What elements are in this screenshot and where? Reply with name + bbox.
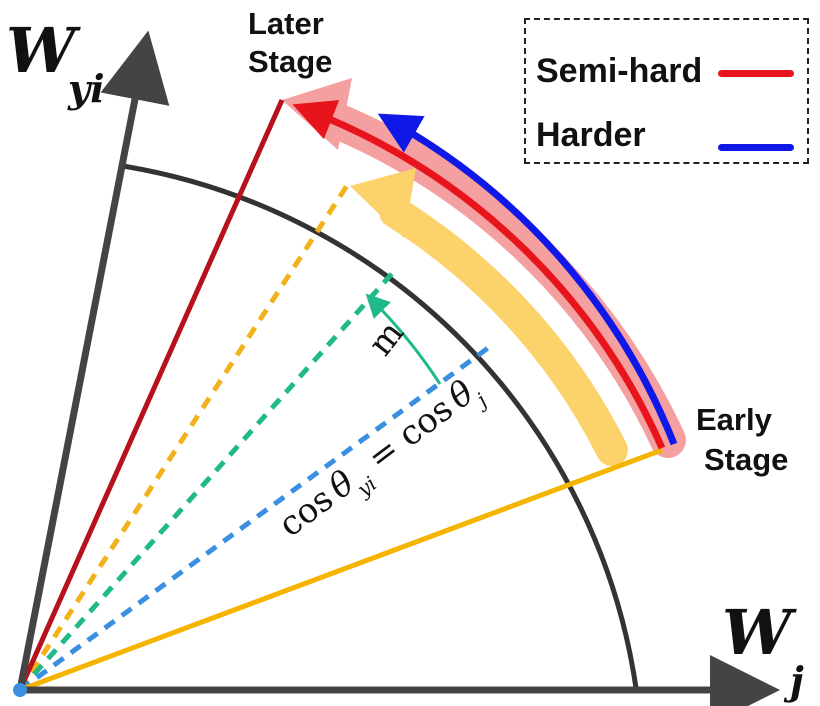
legend-swatch-semi-hard <box>718 70 794 77</box>
x-axis-label: W <box>722 596 797 669</box>
origin-dot <box>13 683 27 697</box>
margin-arrow <box>365 293 442 385</box>
y-axis-subscript: yi <box>67 66 105 111</box>
dashed-blue-line <box>18 345 490 693</box>
margin-label: m <box>361 314 412 364</box>
legend: Semi-hard Harder <box>524 18 809 164</box>
yellow-band <box>379 196 628 466</box>
unit-arc <box>122 163 639 689</box>
later-stage-label-line1: Later <box>248 6 324 41</box>
later-stage-line <box>17 98 285 692</box>
legend-swatch-harder <box>718 144 794 151</box>
legend-label-harder: Harder <box>536 116 646 154</box>
legend-item-harder: Harder <box>536 116 646 155</box>
early-stage-label-line1: Early <box>696 402 773 437</box>
later-stage-label-line2: Stage <box>248 44 332 79</box>
eq-lhs-cos: cos <box>271 479 341 545</box>
early-stage-label-line2: Stage <box>704 442 788 477</box>
dashed-green-line <box>18 266 399 692</box>
yellow-band-head <box>350 168 416 238</box>
dashed-orange-line <box>17 182 351 692</box>
legend-item-semi-hard: Semi-hard <box>536 52 702 91</box>
harder-arrow <box>377 113 678 446</box>
eq-rhs-cos: cos <box>391 389 461 455</box>
y-axis <box>16 30 170 691</box>
y-axis-label: W <box>6 14 81 87</box>
semi-hard-arrow <box>292 100 666 450</box>
legend-label-semi-hard: Semi-hard <box>536 52 703 90</box>
early-stage-line <box>19 447 663 693</box>
